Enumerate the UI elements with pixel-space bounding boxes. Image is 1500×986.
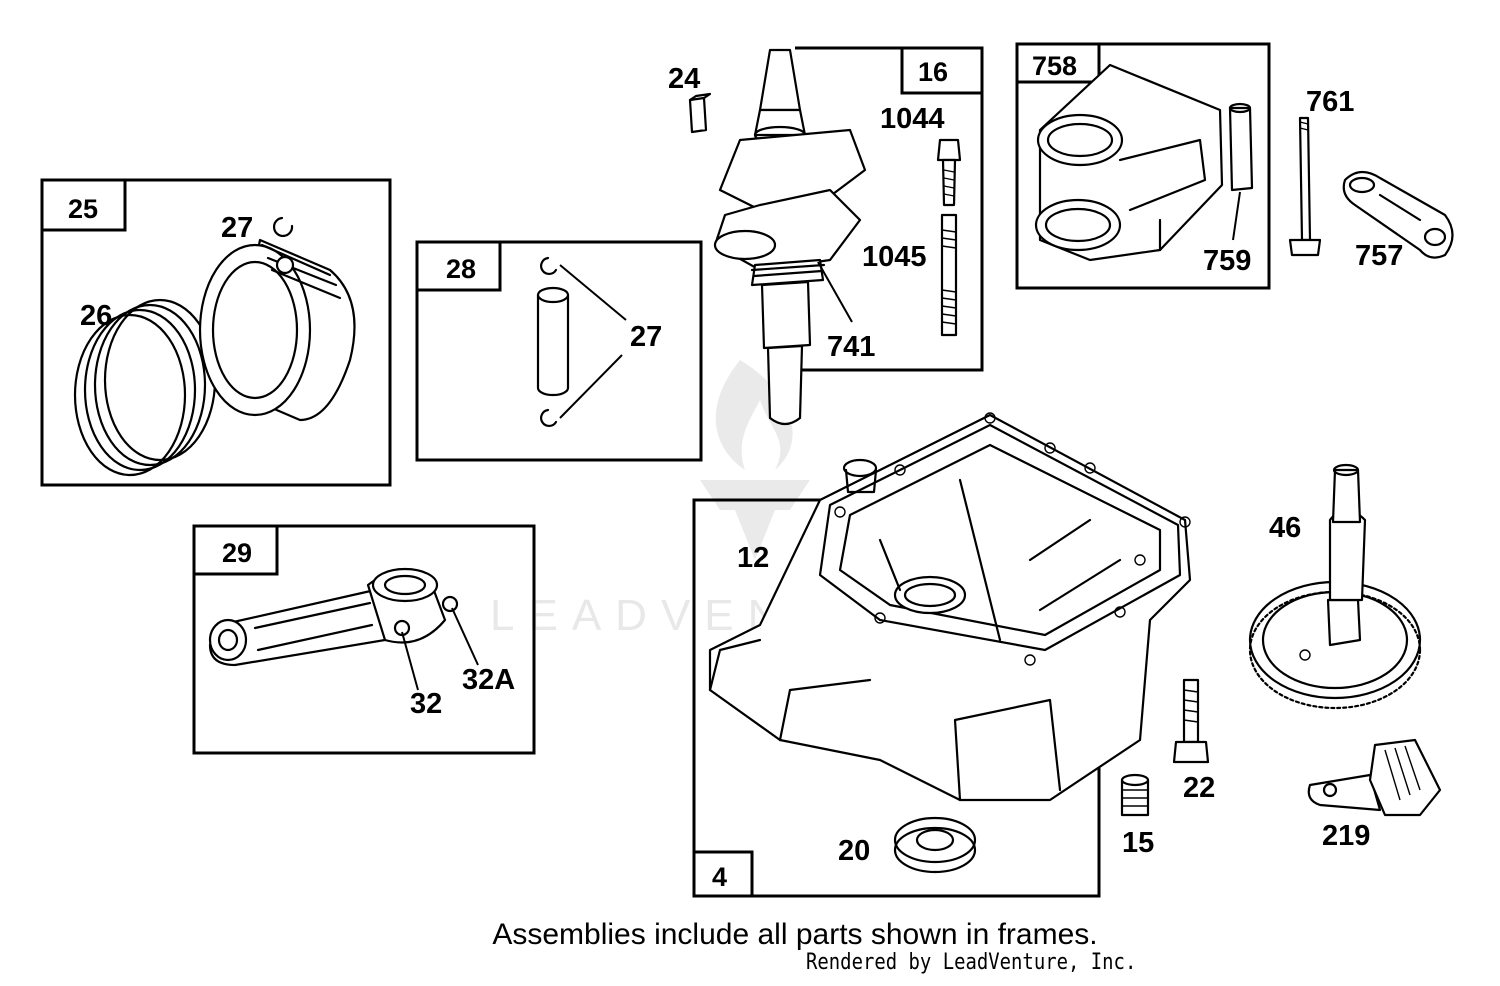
key: [688, 92, 712, 134]
frame-28: 28: [415, 240, 703, 462]
label-27-piston: 27: [221, 212, 253, 244]
frame-29: 29: [192, 524, 536, 755]
label-741: 741: [827, 331, 875, 363]
render-credit: Rendered by LeadVenture, Inc.: [806, 950, 1137, 975]
label-1045: 1045: [862, 241, 927, 273]
bolt-1044: [936, 138, 962, 207]
label-761: 761: [1306, 86, 1354, 118]
camshaft: [1248, 463, 1422, 710]
label-22: 22: [1183, 772, 1215, 804]
frame-16: 16: [795, 46, 984, 372]
connecting-rod: [208, 567, 479, 691]
frame-tab-16: 16: [918, 57, 948, 87]
label-26: 26: [80, 300, 112, 332]
plug-15: [1120, 773, 1150, 817]
label-757: 757: [1355, 240, 1403, 272]
label-12: 12: [737, 542, 769, 574]
stud-761: [1288, 116, 1322, 257]
counterweight: [1034, 63, 1254, 262]
frame-tab-4: 4: [712, 862, 727, 892]
label-32a: 32A: [462, 664, 515, 696]
label-15: 15: [1122, 827, 1154, 859]
piston-pin: [536, 256, 627, 427]
governor-219: [1307, 738, 1442, 817]
crankcase-bolt-holes: [834, 412, 1191, 666]
crankcase: [708, 412, 1192, 802]
label-1044: 1044: [880, 103, 945, 135]
callout-labels: 24 1044 1045 741 27 26 27 759 761 757 12…: [80, 63, 1403, 867]
stud-1045: [940, 213, 958, 337]
frame-tab-28: 28: [446, 254, 476, 284]
link-757: [1342, 170, 1454, 259]
piston-clip: [272, 216, 294, 238]
frame-tab-25: 25: [68, 194, 98, 224]
label-24: 24: [668, 63, 700, 95]
frame-25: 25: [40, 178, 392, 487]
label-46: 46: [1269, 512, 1301, 544]
crankshaft: [713, 48, 867, 426]
label-219: 219: [1322, 820, 1370, 852]
oil-seal-20: [893, 816, 977, 874]
frame-tab-758: 758: [1032, 51, 1077, 81]
label-759: 759: [1203, 245, 1251, 277]
leader-741: [817, 261, 853, 323]
assembly-caption: Assemblies include all parts shown in fr…: [492, 918, 1098, 951]
frame-tab-29: 29: [222, 538, 252, 568]
frame-4: 4: [692, 498, 1101, 898]
label-32: 32: [410, 688, 442, 720]
frame-758: 758: [1015, 42, 1271, 290]
label-20: 20: [838, 835, 870, 867]
label-27-pin: 27: [630, 321, 662, 353]
piston-rings: [73, 298, 217, 477]
piston: [198, 238, 356, 422]
bolt-22: [1172, 678, 1210, 764]
